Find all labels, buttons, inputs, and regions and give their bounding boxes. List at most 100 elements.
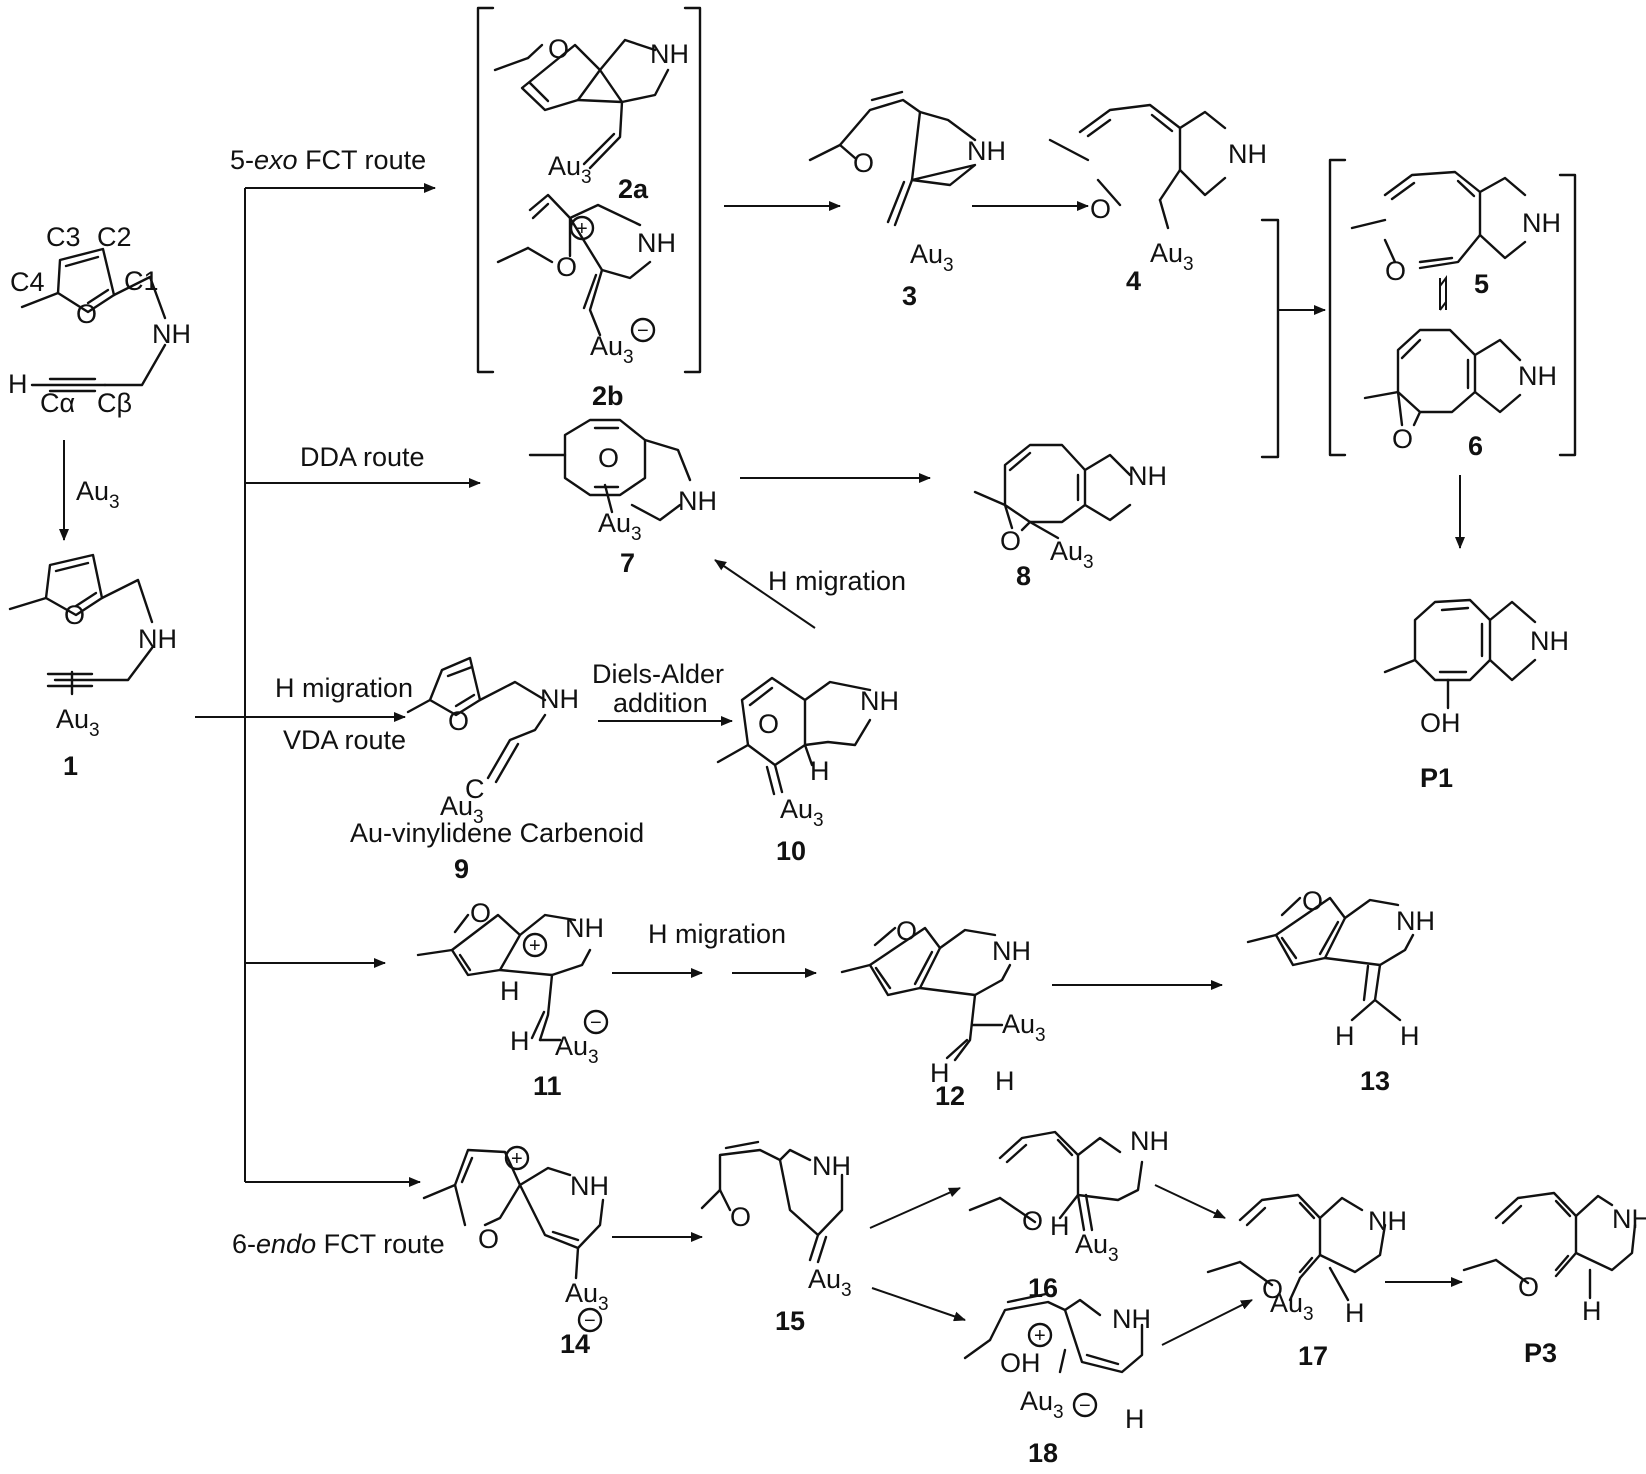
compound-label-8: 8 [1016, 561, 1031, 591]
atom-o: O [76, 299, 97, 329]
atom-au3: Au3 [910, 239, 954, 276]
compound-p1: NH OH P1 [1383, 598, 1569, 793]
reagent-au3: Au3 [76, 476, 120, 513]
atom-au3: Au3 [808, 1264, 852, 1301]
route-label-h-migration: H migration [275, 673, 413, 703]
label-addition: addition [613, 688, 708, 718]
compound-3: O NH Au3 3 [808, 90, 1006, 311]
atom-nh: NH [1228, 139, 1267, 169]
atom-o: O [64, 600, 85, 630]
atom-h: H [1335, 1021, 1355, 1051]
substrate-labeled: O NH H C3 C2 C4 C1 Cα Cβ [8, 222, 191, 418]
atom-o: O [1262, 1274, 1283, 1304]
atom-o: O [896, 916, 917, 946]
route-label-6endo: 6-endo FCT route [232, 1229, 445, 1259]
atom-nh: NH [1368, 1206, 1407, 1236]
charge-minus: − [1079, 1395, 1091, 1417]
label-h-migration-11-12: H migration [648, 919, 786, 949]
compound-label-5: 5 [1474, 269, 1489, 299]
atom-au3: Au3 [598, 508, 642, 545]
charge-plus: + [576, 218, 588, 240]
atom-au3: Au3 [780, 794, 824, 831]
compound-14: + O NH Au3 − 14 [422, 1145, 609, 1359]
compound-label-18: 18 [1028, 1438, 1058, 1468]
compound-5: O NH 5 [1350, 170, 1561, 299]
atom-o: O [548, 34, 569, 64]
atom-nh: NH [570, 1171, 609, 1201]
label-c2: C2 [97, 222, 132, 252]
atom-nh: NH [540, 684, 579, 714]
atom-h: H [8, 369, 28, 399]
compound-label-12: 12 [935, 1081, 965, 1111]
atom-o: O [470, 898, 491, 928]
compound-10: O NH H Au3 10 [716, 676, 899, 866]
atom-nh: NH [967, 136, 1006, 166]
compound-13: O NH H H 13 [1246, 886, 1435, 1096]
atom-o: O [758, 709, 779, 739]
atom-nh: NH [565, 913, 604, 943]
compound-16: O NH H Au3 16 [968, 1126, 1169, 1303]
atom-au3: Au3 [1075, 1229, 1119, 1266]
atom-h: H [810, 756, 830, 786]
atom-o: O [448, 706, 469, 736]
atom-o: O [730, 1202, 751, 1232]
compound-4: O NH Au3 4 [1048, 103, 1267, 296]
atom-au3: Au3 [548, 151, 592, 188]
compound-label-9: 9 [454, 854, 469, 884]
atom-nh: NH [1518, 361, 1557, 391]
compound-label-17: 17 [1298, 1341, 1328, 1371]
atom-oh: OH [1420, 708, 1461, 738]
compound-label-13: 13 [1360, 1066, 1390, 1096]
atom-o: O [853, 148, 874, 178]
route-label-5exo: 5-exo FCT route [230, 145, 426, 175]
atom-o: O [1090, 194, 1111, 224]
atom-nh: NH [650, 39, 689, 69]
compound-9: O NH C Au3 Au-vinylidene Carbenoid 9 [350, 656, 644, 884]
atom-o: O [1302, 886, 1323, 916]
charge-plus: + [511, 1148, 523, 1170]
atom-o: O [556, 252, 577, 282]
label-c1: C1 [124, 266, 159, 296]
compound-label-p3: P3 [1524, 1338, 1557, 1368]
equilibrium-arrow-up [1439, 275, 1447, 310]
atom-oh: OH [1000, 1348, 1041, 1378]
atom-au3: Au3 [1020, 1386, 1064, 1423]
atom-au3: Au3 [1270, 1288, 1314, 1325]
label-calpha: Cα [40, 388, 75, 418]
label-diels-alder: Diels-Alder [592, 659, 724, 689]
route-label-vda: VDA route [283, 725, 406, 755]
compound-label-1: 1 [63, 751, 78, 781]
label-c4: C4 [10, 267, 45, 297]
atom-o: O [478, 1224, 499, 1254]
compound-11: + O NH H H Au3 − 11 [416, 898, 609, 1101]
compound-label-7: 7 [620, 548, 635, 578]
atom-au3: Au3 [56, 704, 100, 741]
compound-8: O NH Au3 8 [973, 443, 1167, 591]
bracket-5-6-left [1328, 158, 1347, 457]
converging-bracket [1260, 218, 1280, 459]
atom-au3: Au3 [590, 331, 634, 368]
atom-o: O [1385, 256, 1406, 286]
charge-minus: − [637, 320, 649, 342]
compound-12: O NH Au3 H H 12 [840, 916, 1046, 1111]
compound-label-6: 6 [1468, 431, 1483, 461]
arrow-10-to-7 [714, 559, 816, 629]
arrow-16-to-17 [1154, 1184, 1226, 1219]
compound-15: O NH Au3 15 [700, 1140, 852, 1336]
bracket-right [683, 6, 702, 374]
atom-au3: Au3 [565, 1278, 609, 1315]
route-label-dda: DDA route [300, 442, 425, 472]
compound-label-2b: 2b [592, 381, 624, 411]
atom-au3: Au3 [440, 791, 484, 828]
atom-h: H [1050, 1211, 1070, 1241]
atom-h: H [1582, 1296, 1602, 1326]
atom-o: O [598, 443, 619, 473]
atom-nh: NH [992, 936, 1031, 966]
atom-au3: Au3 [555, 1031, 599, 1068]
atom-nh: NH [1130, 1126, 1169, 1156]
atom-nh: NH [1612, 1204, 1646, 1234]
atom-nh: NH [812, 1151, 851, 1181]
atom-nh: NH [1396, 906, 1435, 936]
compound-label-14: 14 [560, 1329, 590, 1359]
